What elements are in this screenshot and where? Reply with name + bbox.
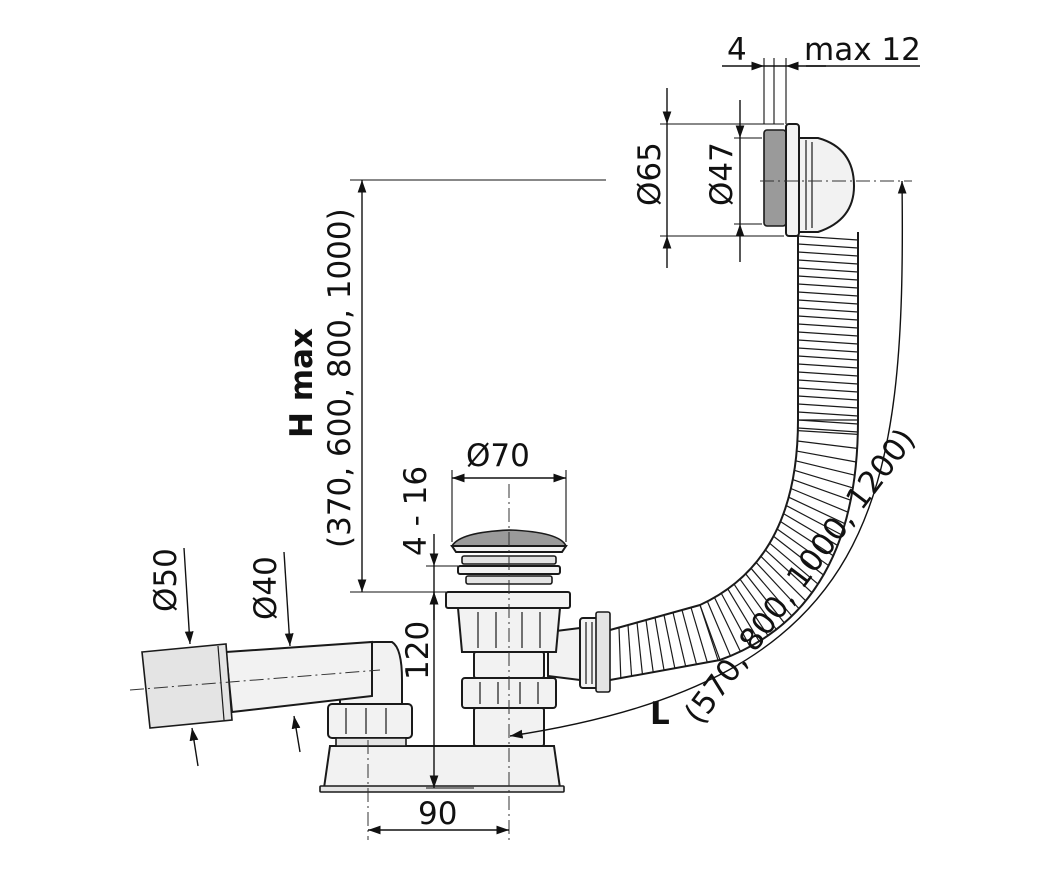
- hose-rib: [672, 612, 687, 667]
- hose-rib: [797, 291, 859, 297]
- hose-rib: [797, 275, 859, 281]
- hose-rib: [797, 339, 859, 345]
- hose-rib: [797, 331, 859, 337]
- hose-rib: [797, 363, 859, 369]
- label-4-16: 4 - 16: [398, 466, 434, 556]
- hose-rib: [797, 387, 859, 393]
- hose-rib: [699, 604, 719, 661]
- hose-rib: [797, 299, 859, 305]
- label-120: 120: [400, 621, 436, 680]
- label-l-values: (570, 800, 1000, 1200): [678, 422, 923, 731]
- hose-rib: [654, 617, 665, 671]
- label-d70: Ø70: [466, 438, 530, 474]
- label-d40: Ø40: [248, 556, 284, 620]
- hose-rib: [797, 403, 859, 409]
- hose-rib: [797, 440, 858, 449]
- hose-rib: [618, 627, 622, 679]
- label-d47: Ø47: [704, 142, 740, 206]
- dim-offset: 90: [368, 796, 509, 835]
- hose-rib: [797, 235, 859, 241]
- hose-rib: [663, 614, 676, 669]
- outlet-pipe: [141, 640, 373, 729]
- hose-rib: [797, 411, 859, 417]
- hose-rib: [797, 379, 859, 385]
- hose-rib: [797, 259, 859, 265]
- hose-rib: [636, 622, 643, 675]
- label-90: 90: [418, 796, 457, 832]
- label-h-title: H max: [284, 328, 320, 438]
- hose-rib: [797, 267, 859, 273]
- dim-overflow-diameters: Ø65 Ø47: [632, 88, 784, 268]
- hose-rib: [797, 315, 859, 321]
- hose-rib: [796, 450, 857, 463]
- dim-drain-height: 120: [400, 592, 474, 789]
- dim-outlet-diameters: Ø50 Ø40: [148, 547, 301, 767]
- label-4: 4: [727, 32, 747, 68]
- hose-rib: [797, 371, 859, 377]
- label-d50: Ø50: [148, 548, 184, 612]
- label-l-title: L: [650, 696, 670, 732]
- hose-rib: [797, 347, 859, 353]
- label-h-values: (370, 600, 800, 1000): [322, 208, 358, 548]
- hose-rib: [797, 395, 859, 401]
- hose-rib: [797, 243, 859, 249]
- dim-flange-thickness: 4 max 12: [722, 32, 921, 124]
- hose-rib: [797, 355, 859, 361]
- hose-rib: [797, 251, 859, 257]
- dim-tub-thickness: 4 - 16: [398, 466, 458, 620]
- label-d65: Ø65: [632, 142, 668, 206]
- hose-rib: [797, 307, 859, 313]
- drain-body: [445, 529, 571, 747]
- corrugated-hose: [609, 232, 859, 681]
- overflow-head: [763, 123, 856, 237]
- hose-rib: [645, 619, 654, 673]
- hose-rib: [797, 323, 859, 329]
- hose-rib: [627, 624, 633, 677]
- dim-height: H max (370, 600, 800, 1000): [284, 179, 606, 593]
- hose-rib: [797, 283, 859, 289]
- label-max12: max 12: [804, 32, 921, 68]
